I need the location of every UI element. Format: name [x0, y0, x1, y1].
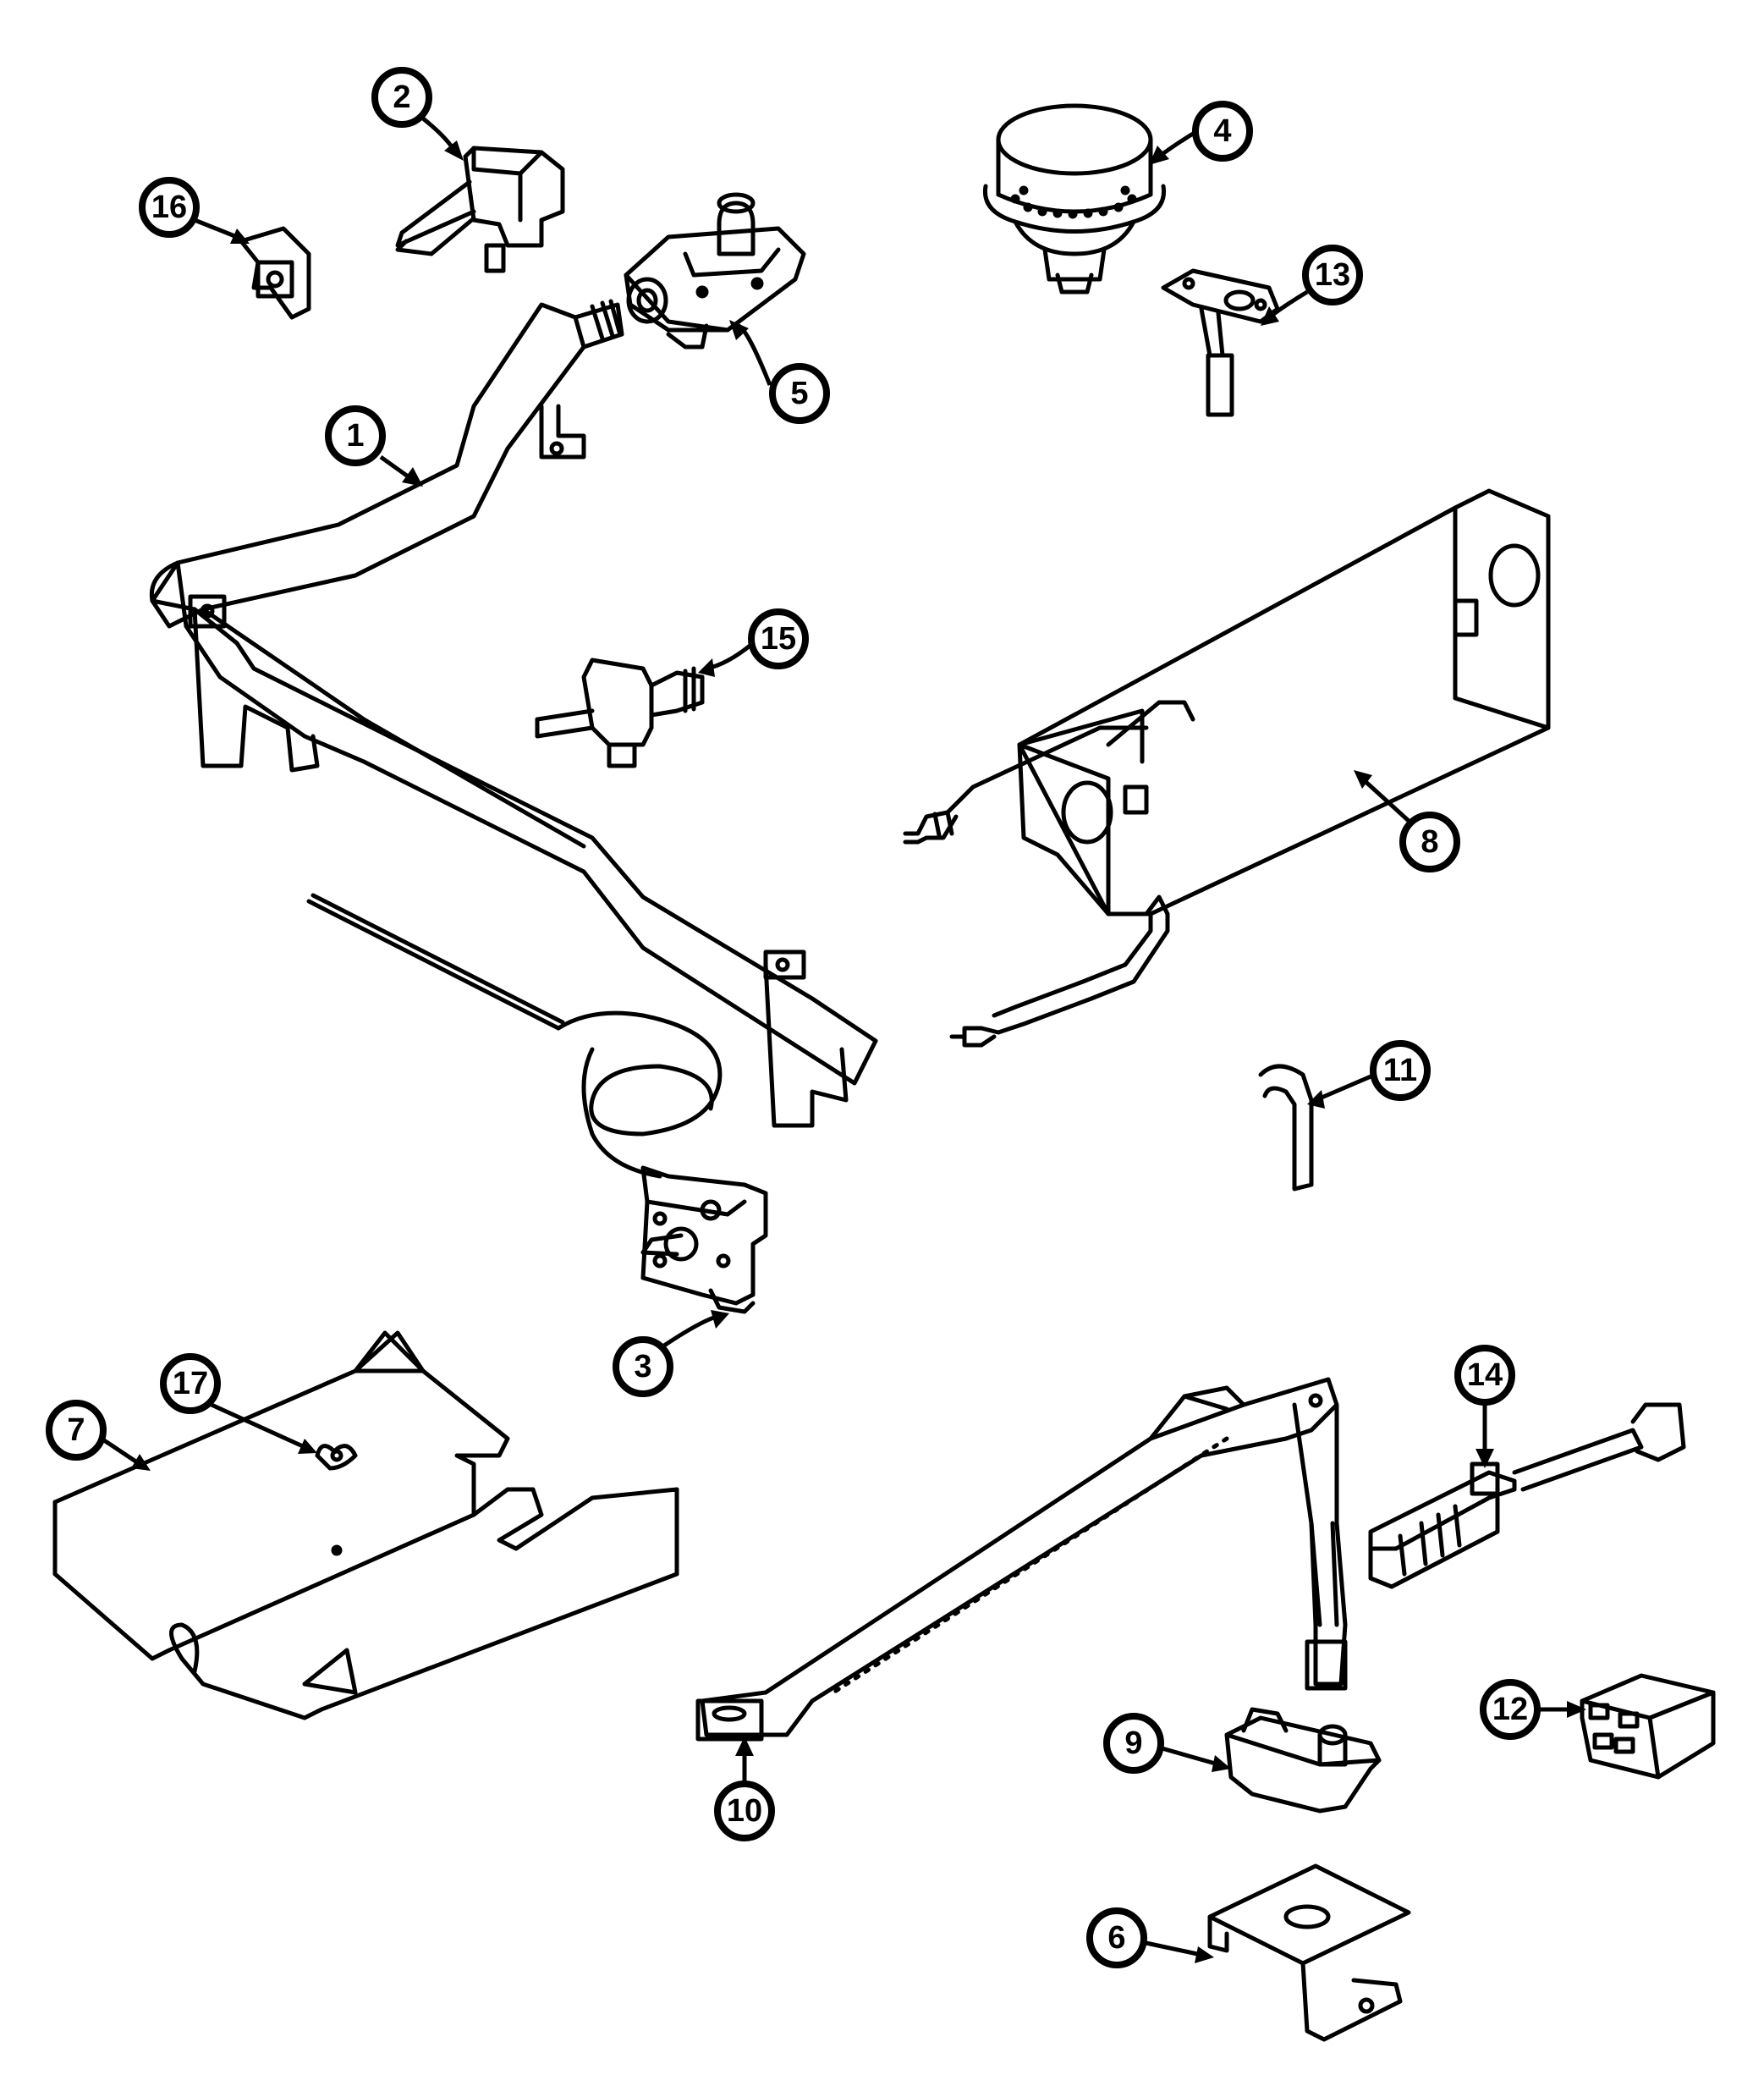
part-pilot-valve [535, 658, 705, 768]
callout-3 [613, 1336, 673, 1397]
callout-13 [1302, 245, 1363, 305]
callout-1-label: 1 [346, 418, 364, 454]
part-thermocouple-bracket [1161, 268, 1280, 417]
callout-17-group: 17 [160, 1353, 317, 1454]
part-oven-burner [695, 1377, 1348, 1742]
callout-8-group: 8 [1354, 770, 1460, 872]
part-clip [239, 226, 311, 320]
callout-12-label: 12 [1492, 1692, 1528, 1727]
callout-17 [160, 1353, 221, 1414]
part-spark-module [1580, 1673, 1716, 1780]
callout-13-group: 13 [1261, 245, 1363, 326]
callout-7 [46, 1400, 107, 1461]
callout-10 [714, 1781, 775, 1841]
callout-11-label: 11 [1383, 1053, 1417, 1088]
callout-7-label: 7 [67, 1412, 85, 1448]
callout-16-group: 16 [139, 177, 250, 244]
part-valve [395, 146, 565, 273]
part-heat-shield [52, 1330, 679, 1720]
callout-5-label: 5 [790, 376, 808, 411]
part-wing-nut [315, 1444, 358, 1471]
callout-9 [1103, 1713, 1164, 1774]
callout-14-label: 14 [1467, 1357, 1503, 1393]
callout-11 [1370, 1040, 1431, 1101]
part-igniter [1368, 1402, 1686, 1589]
callout-2-group: 2 [371, 67, 464, 161]
part-tube [1258, 1064, 1314, 1192]
part-mounting-bracket [1224, 1707, 1382, 1814]
callout-15 [748, 608, 809, 669]
callout-3-group: 3 [613, 1310, 729, 1397]
callout-10-label: 10 [727, 1793, 762, 1829]
callout-4-label: 4 [1213, 113, 1231, 149]
part-thermostat [306, 893, 768, 1314]
part-regulator [624, 192, 806, 350]
callout-4 [1192, 101, 1253, 162]
callout-17-label: 17 [173, 1366, 208, 1401]
callout-6 [1086, 1907, 1147, 1968]
callout-16 [139, 177, 200, 238]
callout-15-group: 15 [698, 608, 809, 677]
callout-3-label: 3 [634, 1349, 651, 1384]
callout-12 [1480, 1679, 1541, 1740]
callout-12-group: 12 [1480, 1679, 1586, 1740]
callout-1-group: 1 [325, 405, 423, 487]
callout-1 [325, 405, 386, 466]
callout-9-group: 9 [1103, 1713, 1231, 1774]
callout-13-label: 13 [1315, 257, 1350, 293]
callout-16-label: 16 [151, 190, 187, 225]
callout-4-group: 4 [1149, 101, 1253, 165]
callout-2-label: 2 [393, 80, 410, 115]
callout-10-group: 10 [714, 1736, 775, 1841]
callout-9-label: 9 [1124, 1725, 1142, 1761]
callout-5-group: 5 [729, 320, 830, 424]
part-burner-assembly [903, 488, 1551, 1048]
callout-5 [769, 363, 830, 424]
callout-11-group: 11 [1307, 1040, 1431, 1109]
callout-14-group: 14 [1454, 1345, 1515, 1468]
callout-8 [1399, 812, 1460, 872]
callout-15-label: 15 [761, 621, 796, 657]
part-bracket [1207, 1863, 1411, 2042]
callout-14 [1454, 1345, 1515, 1406]
callout-8-label: 8 [1421, 824, 1438, 860]
callout-6-group: 6 [1086, 1907, 1214, 1968]
callout-7-group: 7 [46, 1400, 151, 1471]
part-manifold-pipe [149, 299, 878, 1128]
callout-6-label: 6 [1107, 1920, 1125, 1956]
part-burner-cap [982, 103, 1167, 294]
callout-2 [371, 67, 432, 128]
